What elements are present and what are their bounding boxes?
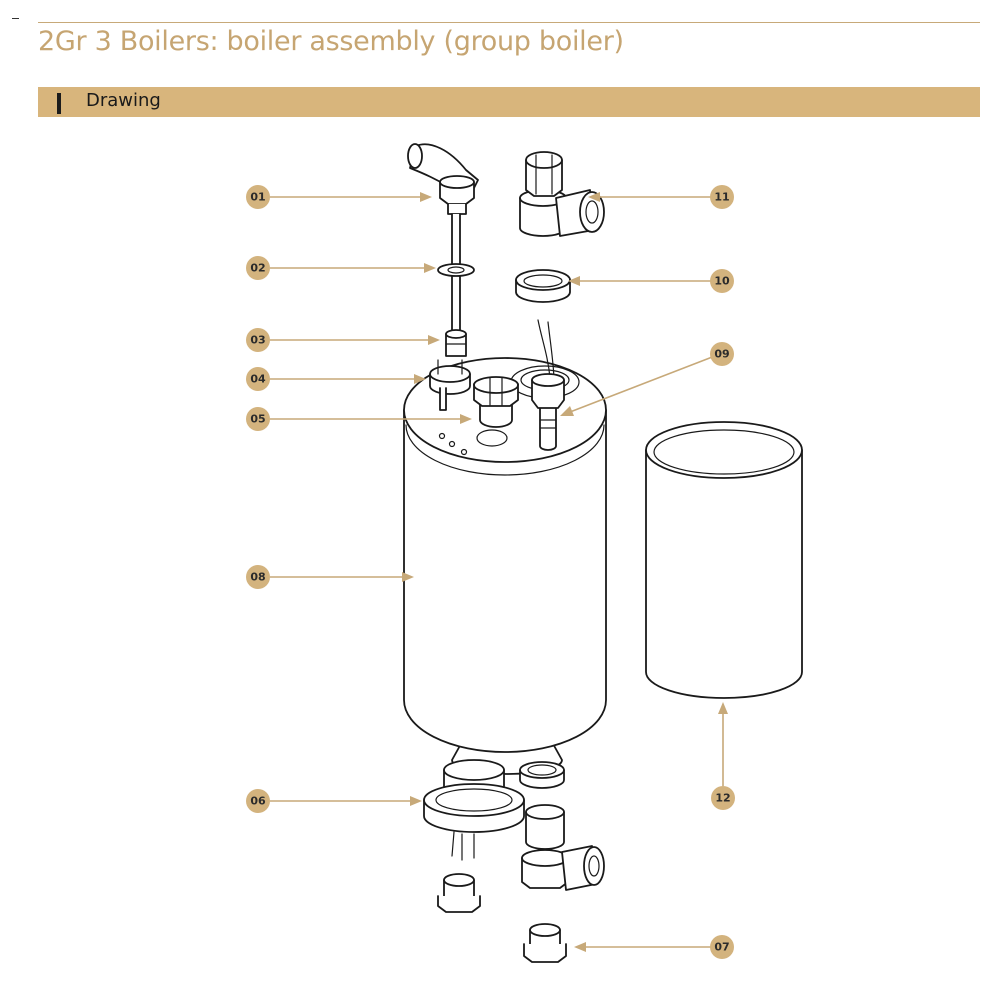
top-plug: [473, 376, 519, 428]
leader-lines: [270, 192, 728, 952]
callout-12: 12: [711, 786, 735, 810]
tube-nipple: [445, 329, 467, 357]
callout-label: 06: [250, 795, 266, 808]
callout-label: 02: [250, 262, 265, 275]
top-rule: [38, 22, 980, 23]
callout-label: 10: [714, 275, 730, 288]
section-header-bar: Drawing: [38, 87, 980, 117]
leader-09: [569, 353, 721, 413]
callout-04: 04: [246, 367, 270, 391]
angle-valve: [519, 151, 605, 237]
bottom-flange: [423, 759, 525, 861]
callout-label: 09: [714, 348, 729, 361]
callout-02: 02: [246, 256, 270, 280]
callout-09: 09: [710, 342, 734, 366]
page-title: 2Gr 3 Boilers: boiler assembly (group bo…: [38, 26, 624, 57]
callout-03: 03: [246, 328, 270, 352]
insulation-sleeve: [645, 421, 803, 699]
callout-label: 11: [714, 191, 729, 204]
heating-element: [531, 319, 565, 451]
callout-label: 01: [250, 191, 265, 204]
bottom-seal-ring: [519, 761, 565, 789]
callout-01: 01: [246, 185, 270, 209]
seal-ring: [515, 269, 571, 303]
callout-label: 04: [250, 373, 266, 386]
callout-11: 11: [710, 185, 734, 209]
bottom-angle-fitting: [521, 804, 605, 891]
corner-mark: [12, 18, 19, 19]
drain-plug-left: [437, 873, 481, 913]
section-label: Drawing: [86, 90, 161, 111]
callout-07: 07: [710, 935, 734, 959]
elbow-fitting: [407, 143, 479, 215]
callout-06: 06: [246, 789, 270, 813]
callout-05: 05: [246, 407, 270, 431]
section-marker: [57, 93, 61, 114]
bracket-nut: [429, 359, 471, 411]
callout-label: 12: [715, 792, 730, 805]
drain-plug: [523, 923, 567, 963]
callout-08: 08: [246, 565, 270, 589]
callout-label: 07: [714, 941, 729, 954]
callout-label: 05: [250, 413, 265, 426]
callout-label: 08: [250, 571, 265, 584]
callout-label: 03: [250, 334, 265, 347]
callout-10: 10: [710, 269, 734, 293]
washer: [437, 263, 475, 277]
